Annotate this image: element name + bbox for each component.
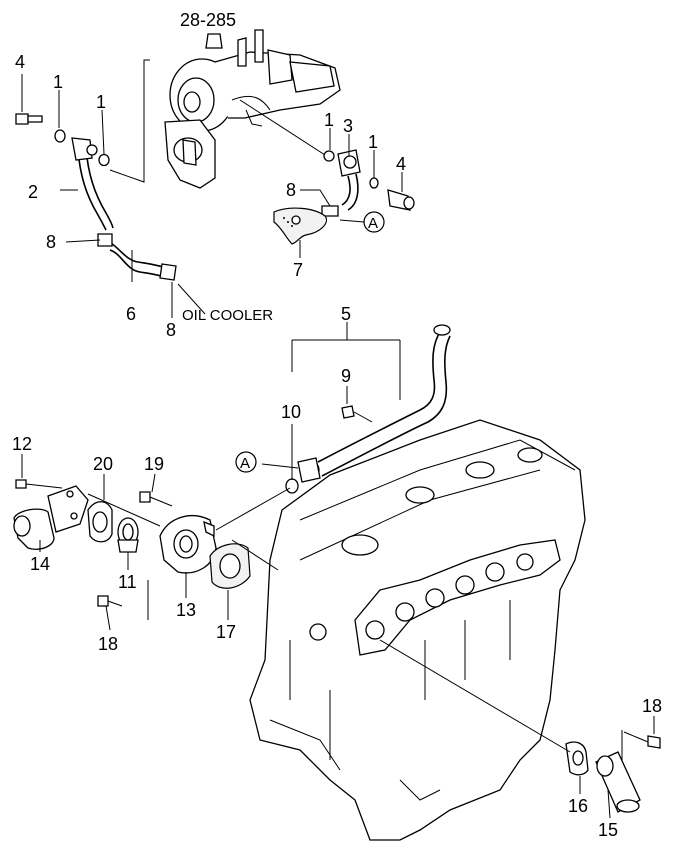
thermostat-housing-group-drawing bbox=[13, 479, 251, 607]
callout-12: 12 bbox=[12, 434, 32, 454]
callout-5: 5 bbox=[341, 304, 351, 324]
callout-20: 20 bbox=[93, 454, 113, 474]
callout-1-d: 1 bbox=[368, 132, 378, 152]
callout-4-right: 4 bbox=[396, 154, 406, 174]
oil-hose-drawing bbox=[97, 233, 177, 281]
oil-cooler-label: OIL COOLER bbox=[182, 307, 273, 324]
callout-3: 3 bbox=[343, 116, 353, 136]
callout-13: 13 bbox=[176, 600, 196, 620]
callout-8-a: 8 bbox=[46, 232, 56, 252]
callout-7: 7 bbox=[293, 260, 303, 280]
callout-14: 14 bbox=[30, 554, 50, 574]
callout-4-left: 4 bbox=[15, 52, 25, 72]
callout-10: 10 bbox=[281, 402, 301, 422]
svg-text:A: A bbox=[368, 215, 378, 232]
callout-2: 2 bbox=[28, 182, 38, 202]
turbocharger-drawing bbox=[164, 29, 341, 189]
callout-18-right: 18 bbox=[642, 696, 662, 716]
oil-feed-pipe-drawing bbox=[15, 113, 114, 231]
gasket-flange-drawing bbox=[273, 207, 327, 245]
callout-8-b: 8 bbox=[166, 320, 176, 340]
callout-9: 9 bbox=[341, 366, 351, 386]
water-pipe-drawing bbox=[297, 324, 451, 483]
callout-18-left: 18 bbox=[98, 634, 118, 654]
engine-block-drawing bbox=[249, 419, 586, 841]
svg-text:A: A bbox=[240, 455, 250, 472]
callout-1-c: 1 bbox=[324, 110, 334, 130]
callout-11: 11 bbox=[118, 572, 137, 592]
callout-19: 19 bbox=[144, 454, 164, 474]
callout-15: 15 bbox=[598, 820, 618, 840]
marker-a-mid: A bbox=[235, 451, 257, 473]
callout-1-a: 1 bbox=[53, 72, 63, 92]
coolant-outlet-drawing bbox=[565, 731, 661, 813]
reference-label: 28-285 bbox=[180, 10, 236, 30]
marker-a-top: A bbox=[363, 211, 385, 233]
callout-6: 6 bbox=[126, 304, 136, 324]
callout-16: 16 bbox=[568, 796, 588, 816]
callout-17: 17 bbox=[216, 622, 236, 642]
callout-8-c: 8 bbox=[286, 180, 296, 200]
return-fitting-drawing bbox=[321, 149, 415, 217]
callout-1-b: 1 bbox=[96, 92, 106, 112]
